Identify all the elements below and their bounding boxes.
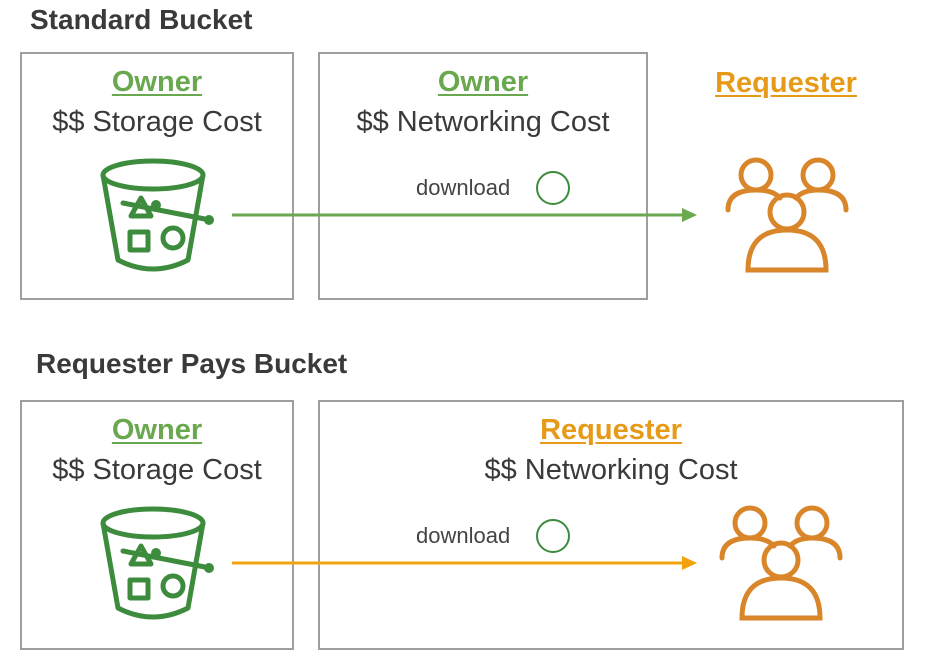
s3-bucket-icon: [100, 506, 214, 620]
requester-pays-download-arrow: [232, 556, 697, 570]
standard-storage-box: [20, 52, 294, 300]
users-group-icon: [719, 505, 843, 621]
standard-network-box: [318, 52, 648, 300]
standard-requester-label: Requester: [715, 67, 857, 99]
requester-pays-bucket-title: Requester Pays Bucket: [36, 348, 348, 379]
standard-network-role: Owner: [437, 66, 529, 98]
requester-pays-network-role: Requester: [540, 414, 682, 446]
standard-download-label: download: [416, 175, 511, 200]
standard-bucket-title: Standard Bucket: [30, 4, 253, 35]
standard-download-circle-icon: [536, 171, 570, 205]
standard-storage-role: Owner: [111, 66, 203, 98]
s3-bucket-icon: [100, 158, 214, 272]
requester-pays-download-label: download: [416, 523, 511, 548]
requester-pays-network-box: [318, 400, 904, 650]
requester-pays-network-cost: $$ Networking Cost: [484, 454, 738, 486]
users-group-icon: [725, 157, 849, 273]
requester-pays-storage-box: [20, 400, 294, 650]
standard-download-arrow: [232, 208, 697, 222]
requester-pays-storage-cost: $$ Storage Cost: [52, 454, 262, 486]
requester-pays-download-circle-icon: [536, 519, 570, 553]
standard-network-cost: $$ Networking Cost: [356, 106, 610, 138]
standard-storage-cost: $$ Storage Cost: [52, 106, 262, 138]
requester-pays-storage-role: Owner: [111, 414, 203, 446]
